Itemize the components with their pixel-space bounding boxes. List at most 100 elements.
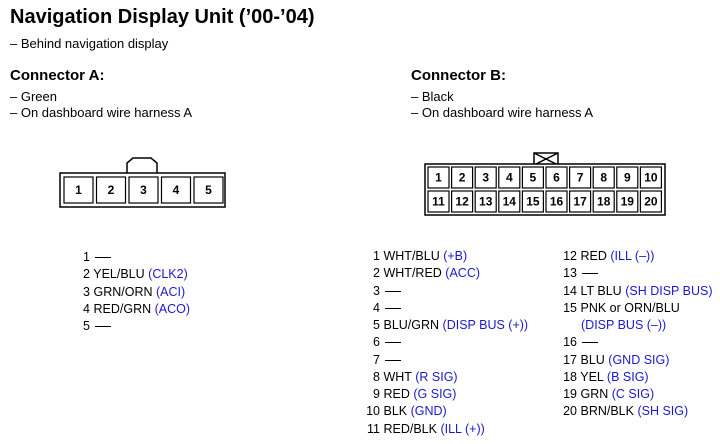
pin-row: 9 RED (G SIG) — [362, 386, 456, 403]
wire-color: RED — [580, 249, 607, 263]
connector-b-cavity-label: 16 — [550, 195, 564, 209]
wire-color: WHT/RED — [383, 266, 442, 281]
pin-number: 6 — [373, 335, 380, 350]
pin-row: 20 BRN/BLK (SH SIG) — [557, 403, 688, 420]
signal-name: (ACI) — [156, 284, 186, 299]
pin-row: 6 — [362, 334, 402, 351]
connector-a-cavity-label: 5 — [205, 183, 212, 197]
pin-number: 4 — [373, 300, 380, 315]
pin-number: 12 — [563, 249, 577, 263]
signal-name: (ACC) — [445, 266, 481, 281]
unused-pin-dash — [385, 342, 402, 344]
connector-b-cavity-label: 7 — [577, 171, 584, 185]
pin-row: 2 YEL/BLU (CLK2) — [74, 266, 188, 283]
unused-pin-dash — [385, 307, 402, 309]
connector-b-cavity-label: 14 — [503, 195, 517, 209]
pin-row: 16 — [557, 334, 599, 351]
pin-number: 1 — [373, 249, 380, 263]
connector-a-lock-tab — [126, 157, 158, 173]
connector-b-cavity-box — [639, 166, 663, 189]
pin-row: 2 WHT/RED (ACC) — [362, 265, 480, 282]
signal-name: (G SIG) — [413, 387, 457, 401]
unused-pin-dash — [95, 257, 112, 259]
pin-number: 5 — [373, 318, 380, 332]
signal-name: (DISP BUS (–)) — [581, 317, 667, 332]
connector-b-cavity-box — [498, 166, 521, 189]
wire-color: RED/BLK — [383, 421, 437, 436]
unused-pin-dash — [95, 326, 112, 328]
page-subtitle: – Behind navigation display — [10, 36, 169, 51]
connector-a-cavity-box — [128, 176, 159, 204]
connector-b-cavity-box — [427, 190, 450, 213]
connector-b-cavity-box — [451, 166, 474, 189]
pin-number: 2 — [373, 266, 380, 281]
pin-number: 9 — [373, 387, 380, 401]
pin-row: 5 BLU/GRN (DISP BUS (+)) — [362, 317, 528, 334]
connector-a-cavity-box — [95, 176, 127, 204]
signal-name: (GND SIG) — [608, 352, 670, 367]
signal-name: (B SIG) — [606, 369, 649, 384]
wire-color: RED/GRN — [93, 301, 152, 316]
wire-color: YEL/BLU — [93, 267, 145, 282]
connector-b-cavity-label: 1 — [435, 171, 442, 185]
connector-b-cavity-box — [592, 166, 615, 189]
connector-a-cavity-box — [160, 176, 192, 204]
signal-name: (SH DISP BUS) — [625, 283, 713, 298]
connector-b-title: Connector B: — [411, 67, 506, 84]
pin-number: 20 — [563, 404, 577, 419]
connector-b-cavity-label: 4 — [506, 171, 513, 185]
connector-b-cavity-label: 15 — [526, 195, 540, 209]
connector-a-cavity-label: 4 — [173, 183, 180, 197]
pin-row: 5 — [74, 318, 112, 335]
pin-row: 1 — [74, 249, 112, 266]
connector-b-cavity-box — [521, 190, 545, 213]
connector-b-cavity-label: 12 — [455, 195, 469, 209]
pin-number: 14 — [563, 283, 577, 298]
connector-b-cavity-label: 20 — [644, 195, 658, 209]
pin-number: 1 — [83, 250, 90, 264]
connector-b-cavity-label: 19 — [621, 195, 635, 209]
connector-b-cavity-box — [568, 166, 592, 189]
connector-b-cavity-label: 18 — [597, 195, 611, 209]
unused-pin-dash — [582, 273, 599, 275]
pin-number: 16 — [563, 335, 577, 350]
connector-b-cavity-label: 17 — [573, 195, 587, 209]
pin-number: 10 — [366, 404, 380, 419]
pin-row: 1 WHT/BLU (+B) — [362, 248, 467, 265]
pin-row: 18 YEL (B SIG) — [557, 369, 649, 386]
connector-b-cavity-label: 10 — [644, 171, 658, 185]
signal-name: (SH SIG) — [637, 404, 689, 419]
pin-row: 14 LT BLU (SH DISP BUS) — [557, 283, 713, 300]
pin-number: 3 — [83, 284, 90, 299]
connector-b-cavity-label: 3 — [482, 171, 489, 185]
wire-color: PNK or ORN/BLU — [580, 300, 680, 315]
signal-name: (ILL (–)) — [610, 249, 655, 263]
pin-number: 13 — [563, 266, 577, 281]
connector-b-cavity-box — [545, 190, 568, 213]
connector-a-cavity-box — [63, 176, 94, 204]
pin-row: 3 — [362, 283, 402, 300]
pin-row: 3 GRN/ORN (ACI) — [74, 284, 185, 301]
wire-color: GRN — [580, 387, 609, 401]
pin-row: 4 RED/GRN (ACO) — [74, 301, 190, 318]
pin-row: 12 RED (ILL (–)) — [557, 248, 654, 265]
signal-name: (ACO) — [154, 301, 191, 316]
wire-color: BLU — [580, 352, 605, 367]
connector-b-cavity-box — [498, 190, 521, 213]
connector-b-cavity-box — [545, 166, 568, 189]
pin-number: 19 — [563, 387, 577, 401]
connector-b-cavity-label: 6 — [553, 171, 560, 185]
pin-number: 4 — [83, 301, 90, 316]
unused-pin-dash — [385, 359, 402, 361]
page-title: Navigation Display Unit (’00-’04) — [10, 6, 315, 28]
wire-color: LT BLU — [580, 283, 622, 298]
connector-b-cavity-box — [639, 190, 663, 213]
pin-row: 13 — [557, 265, 599, 282]
connector-b-cavity-label: 2 — [459, 171, 466, 185]
pin-number: 5 — [83, 319, 90, 333]
connector-a-cavity-label: 1 — [75, 183, 82, 197]
pin-row: 19 GRN (C SIG) — [557, 386, 654, 403]
